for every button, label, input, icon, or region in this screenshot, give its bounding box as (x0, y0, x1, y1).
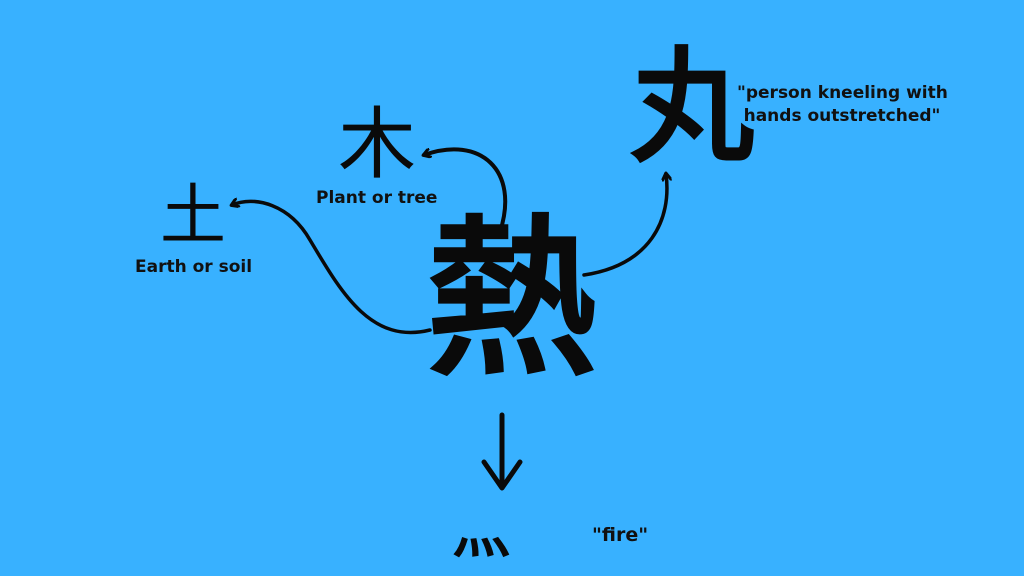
component-kanji-tree: 木 (338, 100, 417, 190)
component-label-fire: "fire" (592, 524, 649, 546)
arrow-to-fire-head (481, 459, 523, 491)
arrow-to-person-kneeling (582, 174, 667, 277)
arrow-to-earth (232, 201, 432, 335)
arrow-to-tree (424, 147, 508, 234)
component-label-person-kneeling: "person kneeling with hands outstretched… (737, 82, 948, 128)
component-kanji-person-kneeling: 丸 (630, 36, 755, 180)
main-kanji-netsu: 熱 (426, 199, 598, 400)
component-label-person-kneeling-line2: hands outstretched" (743, 105, 941, 126)
component-label-earth: Earth or soil (135, 257, 253, 277)
component-kanji-fire: 灬 (452, 498, 511, 566)
component-label-person-kneeling-line1: "person kneeling with (737, 83, 948, 103)
component-kanji-earth: 土 (160, 177, 226, 254)
component-label-tree: Plant or tree (316, 188, 438, 208)
